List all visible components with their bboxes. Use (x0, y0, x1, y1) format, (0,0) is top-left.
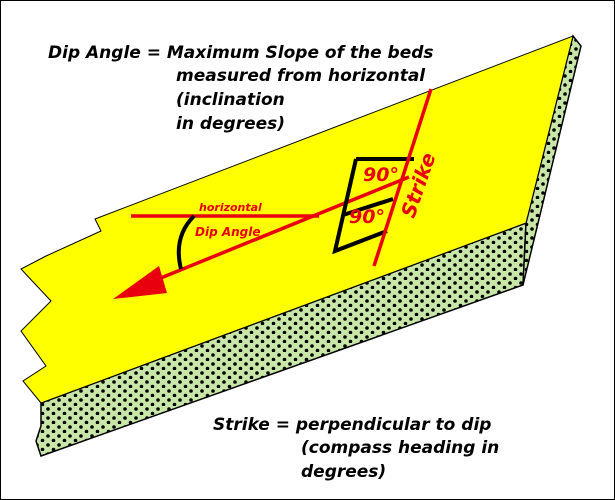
strike-caption-line-3: degrees) (301, 462, 387, 482)
dip-arrow-head (113, 266, 167, 299)
dip-caption-line-3: (inclination (176, 90, 285, 110)
dip-caption-line-2: measured from horizontal (176, 66, 426, 86)
right-angle-box (332, 157, 414, 255)
angle-90-lower-label: 90° (349, 206, 385, 228)
horizontal-label: horizontal (199, 201, 262, 214)
strike-caption-line-2: (compass heading in (301, 438, 500, 458)
dip-angle-arc (176, 214, 196, 270)
dip-caption-line-1: Dip Angle = Maximum Slope of the beds (48, 43, 434, 63)
dip-angle-label: Dip Angle (195, 225, 261, 239)
dip-arrow-shaft (145, 175, 410, 286)
dip-caption-line-4: in degrees) (176, 114, 286, 134)
bed-top-surface (20, 35, 574, 404)
strike-line (372, 88, 433, 267)
angle-90-upper-label: 90° (363, 164, 399, 186)
strike-caption-line-1: Strike = perpendicular to dip (213, 415, 492, 435)
